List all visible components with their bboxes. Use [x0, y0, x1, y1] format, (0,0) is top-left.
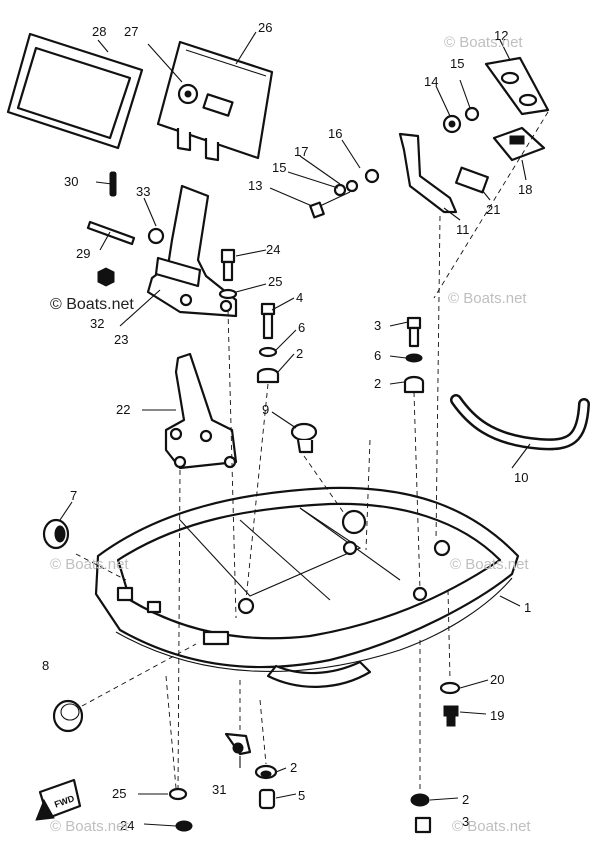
callout-14: 14 [424, 74, 438, 89]
part-8-plug [52, 699, 84, 733]
callout-22: 22 [116, 402, 130, 417]
callout-25a: 25 [268, 274, 282, 289]
part-2-grommet-right [403, 375, 425, 394]
callout-29: 29 [76, 246, 90, 261]
callout-6b: 6 [374, 348, 381, 363]
part-14-15-washers [442, 106, 480, 134]
callout-labels: 28 27 26 12 15 14 16 17 15 13 11 21 18 3… [42, 20, 532, 833]
part-33-bushing [147, 227, 165, 245]
part-24-bolt-top [220, 248, 236, 282]
callout-33: 33 [136, 184, 150, 199]
callout-30: 30 [64, 174, 78, 189]
callout-2a: 2 [296, 346, 303, 361]
callout-19: 19 [490, 708, 504, 723]
fwd-arrow-icon: FWD [35, 778, 82, 821]
callout-27: 27 [124, 24, 138, 39]
part-31-lever [224, 732, 252, 756]
callout-17: 17 [294, 144, 308, 159]
callout-6a: 6 [298, 320, 305, 335]
callout-2b: 2 [374, 376, 381, 391]
watermark-mid-left: © Boats.net [50, 296, 134, 313]
watermark-bottom-right: © Boats.net [452, 818, 531, 835]
callout-23: 23 [114, 332, 128, 347]
part-19-screw [443, 705, 459, 727]
callout-28: 28 [92, 24, 106, 39]
part-7-grommet [42, 518, 70, 550]
part-10-hose [450, 394, 590, 451]
callout-2d: 2 [462, 792, 469, 807]
callout-1: 1 [524, 600, 531, 615]
callout-20: 20 [490, 672, 504, 687]
callout-16: 16 [328, 126, 342, 141]
callout-11: 11 [456, 222, 470, 237]
part-11-lever [398, 132, 458, 214]
watermark-bottom-left: © Boats.net [50, 818, 129, 835]
part-22-bracket [164, 352, 238, 470]
callout-5: 5 [298, 788, 305, 803]
callout-26: 26 [258, 20, 272, 35]
part-12-bracket [484, 56, 550, 116]
part-2-grommet-left [256, 367, 280, 384]
watermark-lower-right: © Boats.net [450, 556, 529, 573]
part-5-collar [258, 788, 276, 810]
callout-9: 9 [262, 402, 269, 417]
callout-25b: 25 [112, 786, 126, 801]
part-13-bolt [309, 168, 380, 219]
part-4-bolt [260, 302, 276, 340]
part-6-washer-left [258, 346, 278, 358]
part-32-nut [97, 267, 115, 287]
callout-24b: 24 [120, 818, 134, 833]
part-29-pin [86, 220, 136, 246]
part-28-frame [6, 32, 144, 150]
part-25-washer-top [218, 288, 238, 300]
part-2-grommet-bottom-right [410, 793, 430, 807]
callout-24a: 24 [266, 242, 280, 257]
part-21-block [455, 166, 489, 194]
part-25-washer-bottom [168, 787, 188, 801]
callout-15a: 15 [450, 56, 464, 71]
part-3-bolt-bottom [414, 816, 432, 834]
callout-31: 31 [212, 782, 226, 797]
part-2-grommet-bottom [254, 764, 278, 780]
callout-10: 10 [514, 470, 528, 485]
part-3-bolt [406, 316, 422, 348]
callout-7: 7 [70, 488, 77, 503]
part-20-washer [439, 681, 461, 695]
callout-32: 32 [90, 316, 104, 331]
callout-13: 13 [248, 178, 262, 193]
callout-8: 8 [42, 658, 49, 673]
callout-12: 12 [494, 28, 508, 43]
part-24-bolt-bottom [175, 820, 193, 832]
leader-lines [59, 31, 549, 827]
part-26-panel [156, 40, 274, 162]
part-1-bottom-cowling [94, 486, 520, 688]
callout-3: 3 [374, 318, 381, 333]
callout-21: 21 [486, 202, 500, 217]
callout-18: 18 [518, 182, 532, 197]
callout-15b: 15 [272, 160, 286, 175]
part-9-fitting [290, 422, 318, 454]
callout-2c: 2 [290, 760, 297, 775]
part-6-washer-right [405, 353, 423, 363]
watermark-lower-left: © Boats.net [50, 556, 129, 573]
callout-3b: 3 [462, 814, 469, 829]
part-18-clip [492, 126, 546, 162]
callout-4: 4 [296, 290, 303, 305]
watermark-top-right: © Boats.net [444, 34, 523, 51]
watermark-mid-right: © Boats.net [448, 290, 527, 307]
part-23-bracket [146, 184, 238, 318]
